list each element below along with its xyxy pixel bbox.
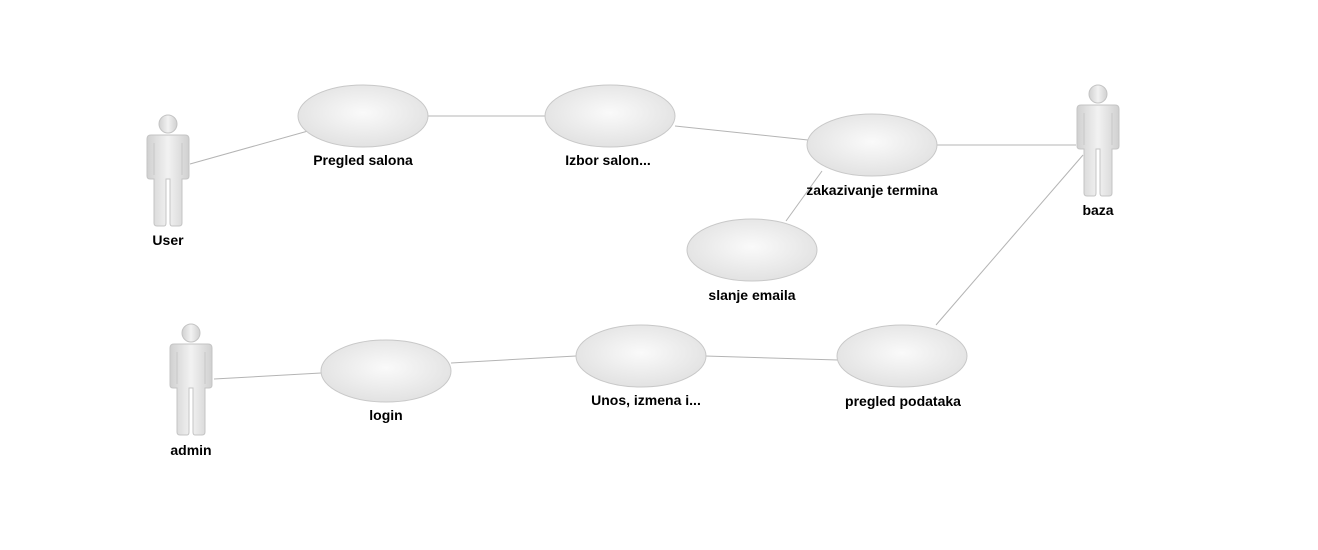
association-user-pregled-salona [189,130,309,165]
association-admin-login [213,372,322,380]
usecase-unos-izmena[interactable]: Unos, izmena i... [575,324,707,408]
usecase-zakazivanje-termina[interactable]: zakazivanje termina [806,113,938,198]
actor-baza-icon [1076,84,1120,197]
actor-admin-icon [169,323,213,436]
usecase-login-label: login [369,407,402,423]
actor-user[interactable]: User [146,114,190,248]
usecase-pregled-podataka[interactable]: pregled podataka [836,324,968,409]
association-izbor-zakazivanje [674,125,809,141]
usecase-izbor-salona-label: Izbor salon... [565,152,651,168]
usecase-unos-izmena-label: Unos, izmena i... [591,392,701,408]
usecase-izbor-salona-ellipse [544,84,676,148]
usecase-izbor-salona[interactable]: Izbor salon... [544,84,676,168]
usecase-login[interactable]: login [320,339,452,423]
usecase-zakazivanje-termina-ellipse [806,113,938,177]
association-zakazivanje-slanje-emaila [785,170,823,222]
usecase-pregled-podataka-label: pregled podataka [845,393,961,409]
actor-baza-label: baza [1082,202,1113,218]
usecase-pregled-salona-label: Pregled salona [313,152,413,168]
association-login-unos [450,355,577,364]
association-pregled-podataka-baza [935,154,1084,326]
usecase-pregled-salona[interactable]: Pregled salona [297,84,429,168]
actor-user-label: User [152,232,184,248]
usecase-zakazivanje-termina-label: zakazivanje termina [806,182,938,198]
usecase-slanje-emaila[interactable]: slanje emaila [686,218,818,303]
usecase-slanje-emaila-label: slanje emaila [708,287,795,303]
actor-user-icon [146,114,190,227]
usecase-slanje-emaila-ellipse [686,218,818,282]
actor-admin-label: admin [170,442,211,458]
usecase-pregled-podataka-ellipse [836,324,968,388]
actor-baza[interactable]: baza [1076,84,1120,218]
actor-admin[interactable]: admin [169,323,213,458]
association-unos-pregled-podataka [704,355,839,361]
usecase-login-ellipse [320,339,452,403]
usecase-unos-izmena-ellipse [575,324,707,388]
usecase-pregled-salona-ellipse [297,84,429,148]
